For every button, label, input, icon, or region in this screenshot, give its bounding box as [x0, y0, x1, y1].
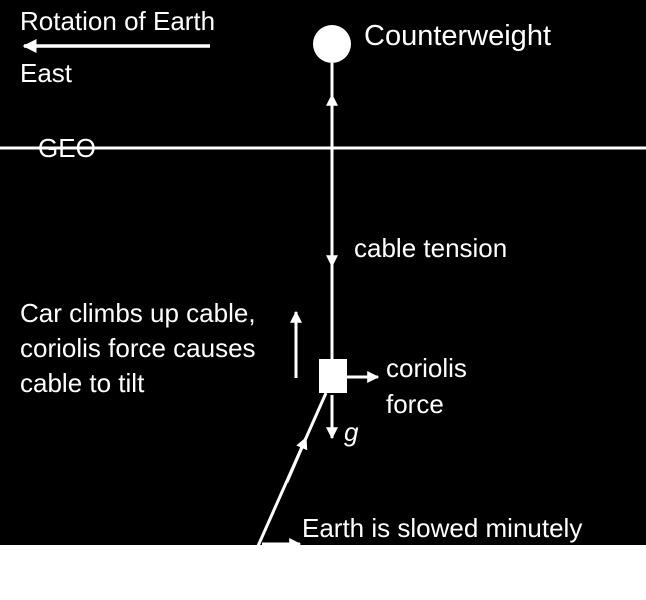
gravity-label: g — [344, 417, 359, 447]
car-climbs-line1: Car climbs up cable, — [20, 298, 256, 328]
car-climbs-line2: coriolis force causes — [20, 333, 256, 363]
counterweight-label: Counterweight — [364, 20, 551, 52]
earth-slowed-label: Earth is slowed minutely — [302, 513, 582, 543]
car-climbs-line3: cable to tilt — [20, 368, 145, 398]
rotation-label: Rotation of Earth — [20, 6, 215, 36]
coriolis-label-line2: force — [386, 389, 444, 419]
coriolis-label-line1: coriolis — [386, 353, 467, 383]
earth-surface — [0, 545, 646, 600]
cable-tension-label: cable tension — [354, 233, 507, 263]
east-label: East — [20, 58, 73, 88]
climber-car — [319, 359, 347, 393]
tilted-cable-arrow — [285, 436, 308, 483]
geo-label: GEO — [38, 133, 96, 163]
counterweight-ball — [313, 25, 351, 63]
